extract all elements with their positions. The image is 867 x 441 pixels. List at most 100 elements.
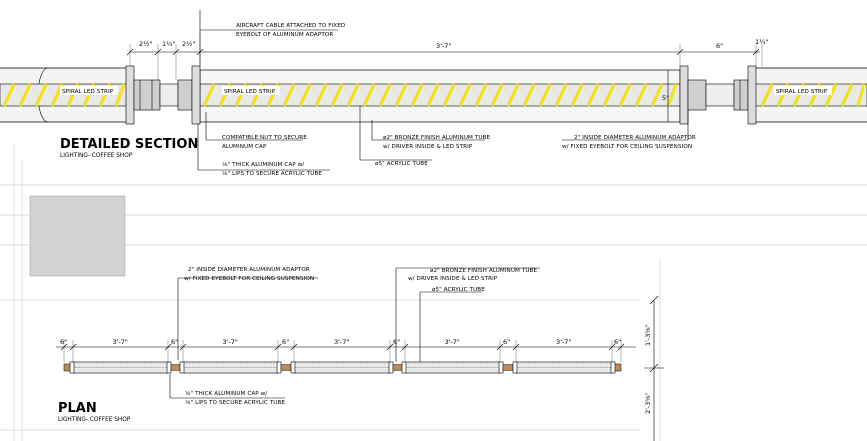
spiral-stripe [2, 83, 16, 107]
tube-cap [401, 361, 407, 374]
detailed-section: SPIRAL LED STRIP SPIRAL LED STRIP SPIRAL… [0, 10, 867, 177]
spiral-stripe [298, 83, 312, 107]
segment-dim: 3'-7" [113, 338, 128, 346]
spiral-stripe [618, 83, 632, 107]
adaptor [502, 364, 514, 371]
dim-small-1: 2½" [139, 40, 152, 48]
dim-main: 3'-7" [436, 42, 451, 50]
tube-cap [290, 361, 296, 374]
adaptor [170, 364, 181, 371]
tube-cap [388, 361, 394, 374]
spiral-stripe [554, 83, 568, 107]
dim-small-2: 1¼" [162, 40, 175, 48]
segment-dim: 3'-7" [445, 338, 460, 346]
spiral-stripe [586, 83, 600, 107]
plan-fixture-segments [63, 361, 622, 374]
plan-note-thick-cap-2: ⅛" LIPS TO SECURE ACRYLIC TUBE [185, 400, 285, 406]
section-subtitle: LIGHTING- COFFEE SHOP [60, 153, 133, 159]
note-bronze-tube-2: w/ DRIVER INSIDE & LED STRIP [383, 144, 473, 150]
tube-cap [498, 361, 504, 374]
plan-note-bronze-1: ø2" BRONZE FINISH ALUMINUM TUBE [430, 268, 537, 274]
spiral-stripe [760, 83, 774, 107]
tube-cap [179, 361, 185, 374]
plan-subtitle: LIGHTING- COFFEE SHOP [58, 417, 131, 423]
side-dim-upper: 1'-3⅝" [644, 324, 652, 346]
note-adaptor-2: w/ FIXED EYEBOLT FOR CEILING SUSPENSION [562, 144, 692, 150]
spiral-stripe [362, 83, 376, 107]
tube-cap [512, 361, 518, 374]
spiral-stripe [666, 83, 678, 107]
spiral-stripe [522, 83, 536, 107]
tube-cap [69, 361, 75, 374]
spiral-stripe [856, 83, 866, 107]
strip-label-left: SPIRAL LED STRIP [62, 89, 114, 95]
spiral-stripe [840, 83, 854, 107]
connector-left [125, 65, 201, 125]
segment-dim: 3'-7" [223, 338, 238, 346]
plan-side-dimension: 1'-3⅝" 2'-3⅝" [644, 295, 664, 441]
gray-block [29, 195, 126, 277]
spiral-stripe [410, 83, 424, 107]
spiral-stripe [474, 83, 488, 107]
side-dim-lower: 2'-3⅝" [644, 392, 652, 414]
strip-label-right: SPIRAL LED STRIP [776, 89, 828, 95]
svg-text:AIRCRAFT CABLE ATTACHED TO FIX: AIRCRAFT CABLE ATTACHED TO FIXED [236, 23, 345, 29]
spiral-stripe [570, 83, 584, 107]
spiral-stripe [602, 83, 616, 107]
plan-note-adaptor-1: 2" INSIDE DIAMETER ALUMINUM ADAPTOR [188, 267, 310, 273]
plan-note-thick-cap-1: ⅛" THICK ALUMINUM CAP w/ [185, 391, 267, 397]
gap-dim: 6" [393, 338, 400, 346]
svg-text:EYEBOLT OF ALUMINUM ADAPTOR: EYEBOLT OF ALUMINUM ADAPTOR [236, 32, 333, 38]
tube-cap [166, 361, 172, 374]
spiral-stripe [442, 83, 456, 107]
spiral-stripe [538, 83, 552, 107]
spiral-stripe [114, 83, 126, 107]
section-title: DETAILED SECTION [60, 137, 198, 152]
spiral-stripe [650, 83, 664, 107]
spiral-stripe [378, 83, 392, 107]
spiral-stripe [458, 83, 472, 107]
note-thick-cap-2: ⅛" LIPS TO SECURE ACRYLIC TUBE [222, 171, 322, 177]
spiral-stripe [330, 83, 344, 107]
gap-dim: 6" [614, 338, 621, 346]
plan-title: PLAN [58, 401, 97, 416]
plan-leaders [169, 267, 540, 399]
spiral-stripe [426, 83, 440, 107]
adaptor [392, 364, 403, 371]
segment-dim: 3'-7" [556, 338, 571, 346]
spiral-stripe [202, 83, 216, 107]
connector-right [679, 65, 757, 125]
note-adaptor-1: 2" INSIDE DIAMETER ALUMINUM ADAPTOR [574, 135, 696, 141]
tube-cap [610, 361, 616, 374]
gap-dim: 6" [171, 338, 178, 346]
dim-small-3: 2½" [182, 40, 195, 48]
spiral-stripe [634, 83, 648, 107]
note-compatible-nut-1: COMPATIBLE NUT TO SECURE [222, 135, 307, 141]
note-thick-cap-1: ⅛" THICK ALUMINUM CAP w/ [222, 162, 304, 168]
note-bronze-tube-1: ø2" BRONZE FINISH ALUMINUM TUBE [383, 135, 490, 141]
note-compatible-nut-2: ALUMINUM CAP [222, 144, 267, 150]
plan-note-bronze-2: w/ DRIVER INSIDE & LED STRIP [408, 276, 498, 282]
gap-dim: 6" [60, 338, 67, 346]
spiral-stripe [346, 83, 360, 107]
spiral-stripe [34, 83, 48, 107]
plan-note-acrylic: ø5" ACRYLIC TUBE [432, 287, 485, 293]
dim-right: 6" [716, 42, 723, 50]
spiral-stripe [18, 83, 32, 107]
section-dimensions: 2½" 1¼" 2½" 3'-7" 6" 1¼" 5" [126, 30, 768, 122]
spiral-stripe [490, 83, 504, 107]
background-linework [0, 145, 867, 441]
dim-vertical: 5" [662, 94, 669, 102]
plan-note-adaptor-2: w/ FIXED EYEBOLT FOR CEILING SUSPENSION [184, 276, 314, 282]
note-acrylic-tube: ø5" ACRYLIC TUBE [375, 161, 428, 167]
tube-cap [276, 361, 282, 374]
spiral-stripe [394, 83, 408, 107]
spiral-stripe [314, 83, 328, 107]
dim-small-4: 1¼" [755, 38, 768, 46]
gap-dim: 6" [503, 338, 510, 346]
spiral-stripe [506, 83, 520, 107]
strip-label-middle: SPIRAL LED STRIP [224, 89, 276, 95]
gap-dim: 6" [282, 338, 289, 346]
plan-dimension-ticks: 3'-7"3'-7"3'-7"3'-7"3'-7"6"6"6"6"6"6" [60, 338, 625, 362]
